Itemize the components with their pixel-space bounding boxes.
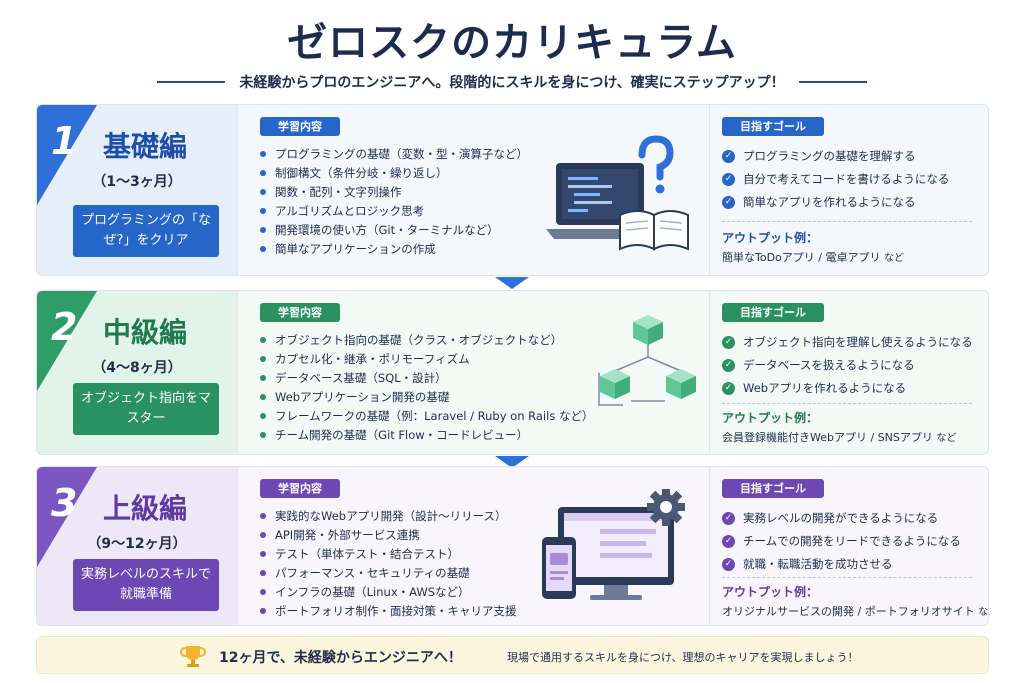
goal-item: ✓チームでの開発をリードできるようになる: [722, 530, 961, 553]
output-label: アウトプット例：: [722, 585, 819, 599]
goal-item: ✓オブジェクト指向を理解し使えるようになる: [722, 331, 973, 354]
stage-header: 3 上級編 （9〜12ヶ月） 実務レベルのスキルで就職準備: [37, 467, 237, 625]
output-example: 簡単なToDoアプリ / 電卓アプリ など: [722, 251, 904, 264]
goal-panel: 目指すゴール ✓オブジェクト指向を理解し使えるようになる ✓データベースを扱える…: [709, 291, 988, 454]
check-icon: ✓: [722, 150, 735, 163]
stage-card-basic: 1 基礎編 （1〜3ヶ月） プログラミングの「なぜ?」をクリア 学習内容 プログ…: [36, 104, 989, 276]
goal-item: ✓プログラミングの基礎を理解する: [722, 145, 949, 168]
list-item: ポートフォリオ制作・面接対策・キャリア支援: [260, 602, 517, 621]
footer-headline: 12ヶ月で、未経験からエンジニアへ！: [219, 650, 462, 666]
goal-panel: 目指すゴール ✓実務レベルの開発ができるようになる ✓チームでの開発をリードでき…: [709, 467, 989, 625]
stage-number-corner: [37, 291, 97, 391]
content-list: プログラミングの基礎（変数・型・演算子など） 制御構文（条件分岐・繰り返し） 関…: [260, 145, 528, 259]
list-item: オブジェクト指向の基礎（クラス・オブジェクトなど）: [260, 331, 593, 350]
stage-header: 2 中級編 （4〜8ヶ月） オブジェクト指向をマスター: [37, 291, 237, 454]
check-icon: ✓: [722, 173, 735, 186]
list-item: 開発環境の使い方（Git・ターミナルなど）: [260, 221, 528, 240]
content-list: オブジェクト指向の基礎（クラス・オブジェクトなど） カプセル化・継承・ポリモーフ…: [260, 331, 593, 445]
goal-item: ✓データベースを扱えるようになる: [722, 354, 973, 377]
content-label: 学習内容: [260, 303, 340, 322]
subtitle-line-left: [157, 81, 226, 83]
divider: [722, 221, 972, 222]
footer-banner: 12ヶ月で、未経験からエンジニアへ！ 現場で通用するスキルを身につけ、理想のキャ…: [36, 636, 989, 674]
check-icon: ✓: [722, 359, 735, 372]
learning-content: 学習内容 実践的なWebアプリ開発（設計〜リリース） API開発・外部サービス連…: [237, 467, 709, 625]
check-icon: ✓: [722, 196, 735, 209]
stage-number-corner: [37, 467, 97, 567]
stage-card-advanced: 3 上級編 （9〜12ヶ月） 実務レベルのスキルで就職準備 学習内容 実践的なW…: [36, 466, 989, 626]
goal-panel: 目指すゴール ✓プログラミングの基礎を理解する ✓自分で考えてコードを書けるよう…: [709, 105, 988, 275]
list-item: フレームワークの基礎（例：Laravel / Ruby on Rails など）: [260, 407, 593, 426]
list-item: 制御構文（条件分岐・繰り返し）: [260, 164, 528, 183]
list-item: 関数・配列・文字列操作: [260, 183, 528, 202]
list-item: API開発・外部サービス連携: [260, 526, 517, 545]
stage-card-intermediate: 2 中級編 （4〜8ヶ月） オブジェクト指向をマスター 学習内容 オブジェクト指…: [36, 290, 989, 455]
content-label: 学習内容: [260, 117, 340, 136]
subtitle-row: 未経験からプロのエンジニアへ。段階的にスキルを身につけ、確実にステップアップ！: [0, 71, 1024, 93]
footer-message: 現場で通用するスキルを身につけ、理想のキャリアを実現しましょう！: [507, 651, 859, 664]
stage-number-corner: [37, 105, 97, 205]
stage-header: 1 基礎編 （1〜3ヶ月） プログラミングの「なぜ?」をクリア: [37, 105, 237, 275]
divider: [722, 403, 972, 404]
trophy-icon: [180, 646, 206, 667]
output-label: アウトプット例：: [722, 411, 819, 425]
goal-item: ✓就職・転職活動を成功させる: [722, 553, 961, 576]
stage-period: （4〜8ヶ月）: [92, 360, 182, 376]
list-item: カプセル化・継承・ポリモーフィズム: [260, 350, 593, 369]
stage-name: 基礎編: [103, 130, 188, 163]
content-label: 学習内容: [260, 479, 340, 498]
check-icon: ✓: [722, 512, 735, 525]
list-item: データベース基礎（SQL・設計）: [260, 369, 593, 388]
goal-list: ✓プログラミングの基礎を理解する ✓自分で考えてコードを書けるようになる ✓簡単…: [722, 145, 949, 214]
stage-number: 3: [51, 481, 78, 525]
output-label: アウトプット例：: [722, 231, 819, 245]
goal-item: ✓簡単なアプリを作れるようになる: [722, 191, 949, 214]
list-item: テスト（単体テスト・結合テスト）: [260, 545, 517, 564]
check-icon: ✓: [722, 336, 735, 349]
stage-number: 1: [51, 119, 78, 163]
stage-badge: プログラミングの「なぜ?」をクリア: [73, 205, 219, 257]
stage-name: 中級編: [103, 316, 188, 349]
page-title: ゼロスクのカリキュラム: [287, 20, 737, 66]
stage-period: （1〜3ヶ月）: [92, 174, 182, 190]
monitor-phone-gear-icon: [542, 489, 685, 600]
stage-badge: オブジェクト指向をマスター: [73, 383, 219, 435]
list-item: パフォーマンス・セキュリティの基礎: [260, 564, 517, 583]
goal-label: 目指すゴール: [722, 117, 824, 136]
check-icon: ✓: [722, 382, 735, 395]
step-arrow-icon: [495, 456, 529, 468]
goal-item: ✓自分で考えてコードを書けるようになる: [722, 168, 949, 191]
check-icon: ✓: [722, 535, 735, 548]
stage-number: 2: [51, 305, 78, 349]
learning-content: 学習内容 オブジェクト指向の基礎（クラス・オブジェクトなど） カプセル化・継承・…: [237, 291, 709, 454]
list-item: プログラミングの基礎（変数・型・演算子など）: [260, 145, 528, 164]
page-subtitle: 未経験からプロのエンジニアへ。段階的にスキルを身につけ、確実にステップアップ！: [239, 75, 785, 91]
list-item: チーム開発の基礎（Git Flow・コードレビュー）: [260, 426, 593, 445]
output-example: 会員登録機能付きWebアプリ / SNSアプリ など: [722, 431, 957, 444]
goal-item: ✓Webアプリを作れるようになる: [722, 377, 973, 400]
stage-badge: 実務レベルのスキルで就職準備: [73, 559, 219, 611]
goal-label: 目指すゴール: [722, 479, 824, 498]
list-item: インフラの基礎（Linux・AWSなど）: [260, 583, 517, 602]
step-arrow-icon: [495, 277, 529, 289]
output-example: オリジナルサービスの開発 / ポートフォリオサイト など: [722, 605, 989, 618]
connected-cubes-icon: [598, 315, 696, 406]
goal-list: ✓実務レベルの開発ができるようになる ✓チームでの開発をリードできるようになる …: [722, 507, 961, 576]
stage-period: （9〜12ヶ月）: [87, 536, 187, 552]
goal-item: ✓実務レベルの開発ができるようになる: [722, 507, 961, 530]
content-list: 実践的なWebアプリ開発（設計〜リリース） API開発・外部サービス連携 テスト…: [260, 507, 517, 621]
goal-list: ✓オブジェクト指向を理解し使えるようになる ✓データベースを扱えるようになる ✓…: [722, 331, 973, 400]
check-icon: ✓: [722, 558, 735, 571]
stage-name: 上級編: [103, 492, 188, 525]
list-item: Webアプリケーション開発の基礎: [260, 388, 593, 407]
subtitle-line-right: [798, 81, 867, 83]
laptop-book-question-icon: [546, 135, 689, 251]
list-item: アルゴリズムとロジック思考: [260, 202, 528, 221]
list-item: 簡単なアプリケーションの作成: [260, 240, 528, 259]
goal-label: 目指すゴール: [722, 303, 824, 322]
list-item: 実践的なWebアプリ開発（設計〜リリース）: [260, 507, 517, 526]
divider: [722, 577, 972, 578]
learning-content: 学習内容 プログラミングの基礎（変数・型・演算子など） 制御構文（条件分岐・繰り…: [237, 105, 709, 275]
